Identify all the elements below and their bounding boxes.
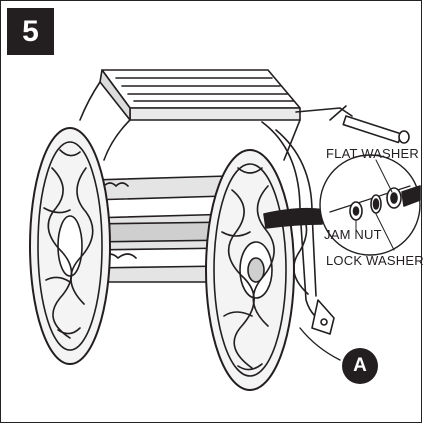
top-tray (79, 69, 301, 161)
lock-washer-label: LOCK WASHER (326, 253, 424, 268)
crank-handle (295, 105, 410, 144)
left-reel-disc (29, 127, 111, 365)
jam-nut-label: JAM NUT (324, 227, 382, 242)
step-number-badge: 5 (7, 8, 54, 55)
hose-strap (263, 207, 325, 229)
right-reel-disc (205, 149, 295, 391)
hardware-detail-circle (319, 154, 421, 256)
callout-a: A (342, 348, 378, 384)
leader-lines (299, 159, 395, 361)
flat-washer-label: FLAT WASHER (326, 146, 419, 161)
